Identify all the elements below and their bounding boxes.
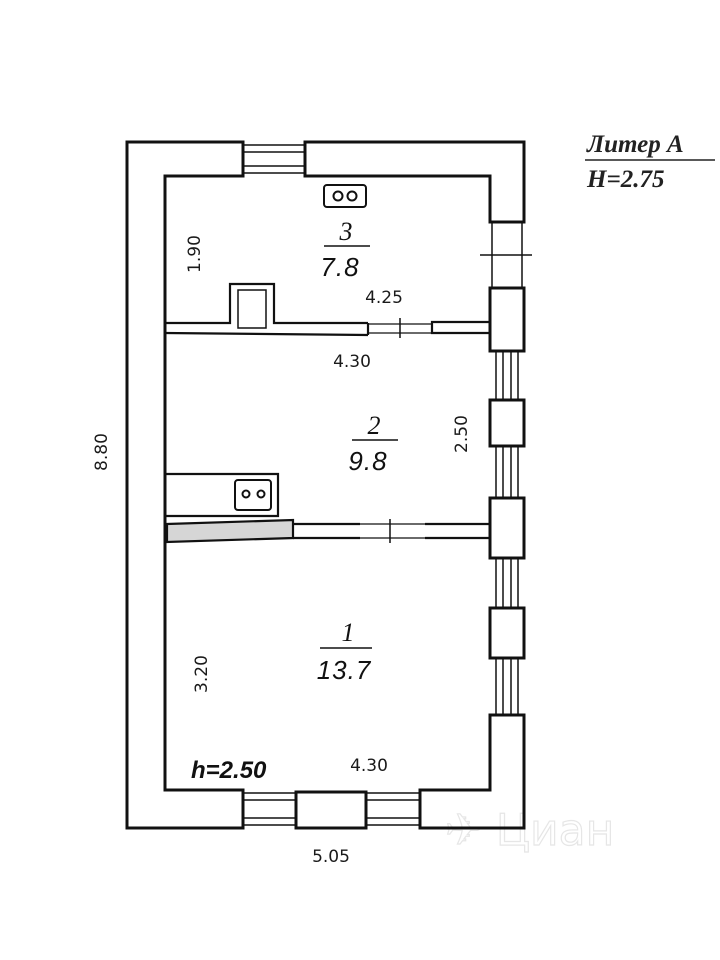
- dim-room3-width: 4.25: [365, 288, 403, 308]
- liter-height: Н=2.75: [586, 166, 664, 193]
- stove-icon: [323, 184, 367, 208]
- door-right-room3: [480, 221, 532, 288]
- room3-number: 3: [339, 217, 353, 246]
- dim-overall-length: 8.80: [92, 433, 112, 471]
- partition-3-2: [164, 282, 492, 338]
- room3-area: 7.8: [320, 252, 359, 282]
- room2-area: 9.8: [348, 446, 387, 476]
- window-bottom-right: [366, 792, 420, 826]
- partition-2-1: [165, 472, 492, 544]
- dim-room2-depth: 2.50: [452, 415, 472, 453]
- right-windows: [495, 351, 519, 715]
- stove-icon: [234, 479, 272, 511]
- room1-area: 13.7: [317, 655, 372, 685]
- ceiling-height: h=2.50: [191, 757, 267, 784]
- dim-overall-width: 5.05: [312, 847, 350, 867]
- window-bottom-left: [243, 792, 296, 826]
- watermark: ✈ Циан: [445, 805, 614, 856]
- liter-name: Литер А: [586, 131, 684, 158]
- dim-room1-width: 4.30: [350, 756, 388, 776]
- dim-room3-depth: 1.90: [185, 235, 205, 273]
- dim-room1-depth: 3.20: [192, 655, 212, 693]
- room2-number: 2: [368, 411, 381, 440]
- window-top: [243, 144, 305, 174]
- room1-number: 1: [342, 618, 355, 647]
- dim-room2-width: 4.30: [333, 352, 371, 372]
- right-wall: [488, 286, 526, 660]
- outer-walls: [125, 140, 526, 830]
